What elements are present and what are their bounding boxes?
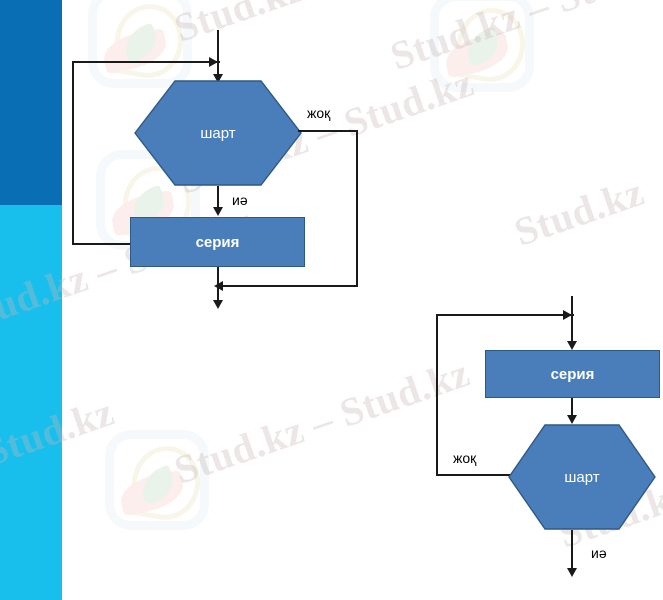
- decision-node-label: шарт: [564, 468, 600, 486]
- process-node-body: серия: [485, 350, 660, 398]
- connector-loopback-left: [72, 61, 74, 245]
- watermark-text: Stud.kz: [508, 168, 650, 255]
- connector-body-to-condition: [571, 398, 573, 418]
- connector-exit: [217, 267, 219, 304]
- stud-kz-logo-icon: [105, 430, 209, 530]
- connector-loopback-bottom: [72, 243, 140, 245]
- decision-node-label: шарт: [200, 124, 236, 142]
- stud-kz-logo-icon: [88, 0, 192, 88]
- edge-label-false: жоқ: [453, 450, 477, 466]
- connector-false-top: [298, 130, 358, 132]
- connector-entry: [217, 30, 219, 82]
- stud-kz-logo-icon: [430, 0, 534, 92]
- process-node-label: серия: [195, 233, 240, 251]
- hexagon-shape-icon: [508, 424, 656, 530]
- connector-false-right: [356, 130, 358, 286]
- hexagon-shape-icon: [134, 80, 302, 186]
- process-node-label: серия: [550, 365, 595, 383]
- decision-node-condition: шарт: [508, 424, 656, 530]
- edge-label-true: иә: [232, 192, 248, 208]
- edge-label-true: иә: [591, 545, 607, 561]
- connector-entry: [571, 296, 573, 348]
- watermark-text: Stud.kz – Stud.kz: [384, 0, 663, 79]
- connector-true: [571, 530, 573, 572]
- watermark-text: Stud.kz: [168, 0, 310, 51]
- connector-true: [217, 186, 219, 210]
- arrowhead-down-icon: [213, 74, 223, 83]
- sidebar-accent-top: [0, 0, 62, 205]
- connector-loopback-top: [72, 61, 220, 63]
- sidebar-accent-bottom: [0, 205, 62, 600]
- arrowhead-down-icon: [567, 415, 577, 424]
- connector-loopback-bottom: [436, 474, 516, 476]
- arrowhead-down-icon: [213, 207, 223, 216]
- connector-loopback-top: [436, 314, 574, 316]
- process-node-body: серия: [130, 217, 305, 267]
- arrowhead-down-icon: [567, 568, 577, 577]
- connector-loopback-left: [436, 314, 438, 476]
- arrowhead-down-icon: [213, 300, 223, 309]
- connector-false-bottom: [222, 285, 358, 287]
- decision-node-condition: шарт: [134, 80, 302, 186]
- edge-label-false: жоқ: [307, 105, 331, 121]
- arrowhead-right-icon: [209, 57, 218, 67]
- arrowhead-right-icon: [563, 310, 572, 320]
- watermark-text: Stud.kz – Stud.kz: [168, 349, 476, 493]
- arrowhead-down-icon: [567, 341, 577, 350]
